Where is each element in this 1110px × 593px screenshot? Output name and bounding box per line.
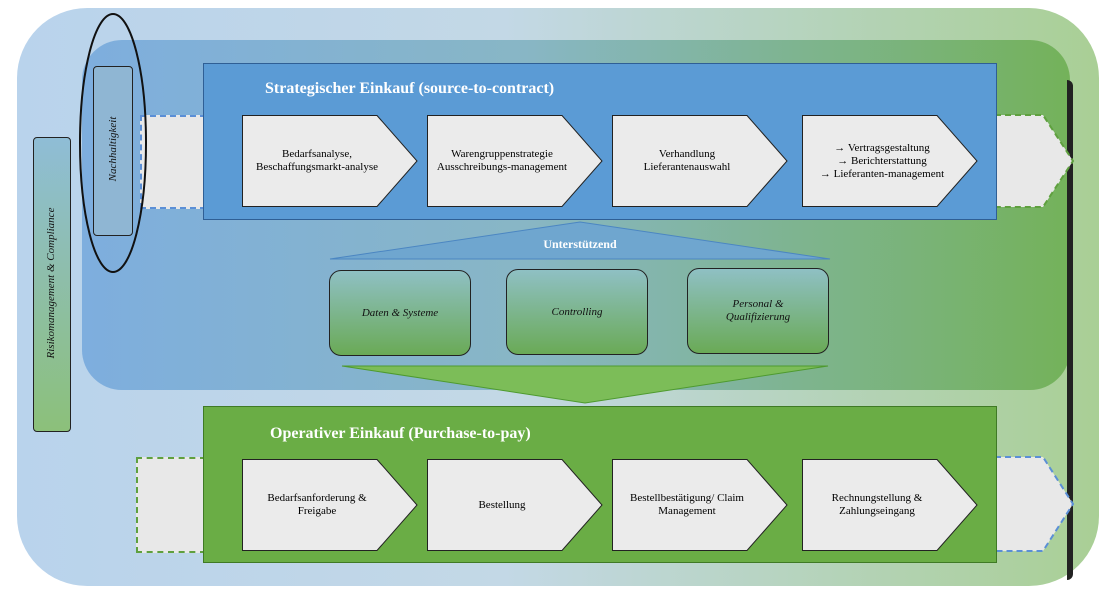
- strategic-arrow-head: [994, 114, 1075, 208]
- strategic-title: Strategischer Einkauf (source-to-contrac…: [265, 80, 555, 97]
- operative-step-2-label: Bestellung: [478, 498, 526, 511]
- operative-step-1: Bedarfsanforderung & Freigabe: [242, 459, 418, 551]
- strategic-step-3: Verhandlung Lieferantenauswahl: [612, 115, 788, 207]
- risk-compliance-box: Risikomanagement & Compliance: [33, 137, 71, 432]
- strategic-step-1-label: Bedarfsanalyse, Beschaffungsmarkt-analys…: [256, 148, 378, 173]
- strategic-step-2: Warengruppenstrategie Ausschreibungs-man…: [427, 115, 603, 207]
- support-data-systems: Daten & Systeme: [329, 270, 471, 356]
- support-lower-triangle: [341, 365, 829, 404]
- sustainability-ellipse: [79, 13, 147, 273]
- sustainability-box: Nachhaltigkeit: [93, 66, 133, 236]
- strategic-step-3-label: Verhandlung Lieferantenauswahl: [643, 148, 731, 173]
- operative-step-4: Rechnungstellung & Zahlungseingang: [802, 459, 978, 551]
- operative-step-4-label: Rechnungstellung & Zahlungseingang: [831, 492, 923, 517]
- support-controlling: Controlling: [506, 269, 648, 355]
- operative-step-2: Bestellung: [427, 459, 603, 551]
- strategic-step-1: Bedarfsanalyse, Beschaffungsmarkt-analys…: [242, 115, 418, 207]
- operative-step-3: Bestellbestätigung/ Claim Management: [612, 459, 788, 551]
- frame-shadow: [1067, 80, 1073, 580]
- support-title: Unterstützend: [543, 237, 617, 251]
- strategic-step-4-label: → Vertragsgestaltung → Berichterstattung…: [819, 141, 945, 180]
- operative-arrow-head: [994, 456, 1075, 552]
- strategic-arrow-tail: [140, 115, 206, 209]
- operative-step-1-label: Bedarfsanforderung & Freigabe: [267, 492, 367, 517]
- strategic-step-2-label: Warengruppenstrategie Ausschreibungs-man…: [436, 148, 568, 173]
- operative-step-3-label: Bestellbestätigung/ Claim Management: [630, 492, 744, 517]
- operative-arrow-tail: [136, 457, 206, 553]
- strategic-step-4: → Vertragsgestaltung → Berichterstattung…: [802, 115, 978, 207]
- risk-compliance-label: Risikomanagement & Compliance: [45, 207, 57, 359]
- support-personal: Personal & Qualifizierung: [687, 268, 829, 354]
- sustainability-label: Nachhaltigkeit: [107, 116, 119, 182]
- operative-title: Operativer Einkauf (Purchase-to-pay): [270, 425, 531, 442]
- support-upper-triangle: [329, 221, 831, 260]
